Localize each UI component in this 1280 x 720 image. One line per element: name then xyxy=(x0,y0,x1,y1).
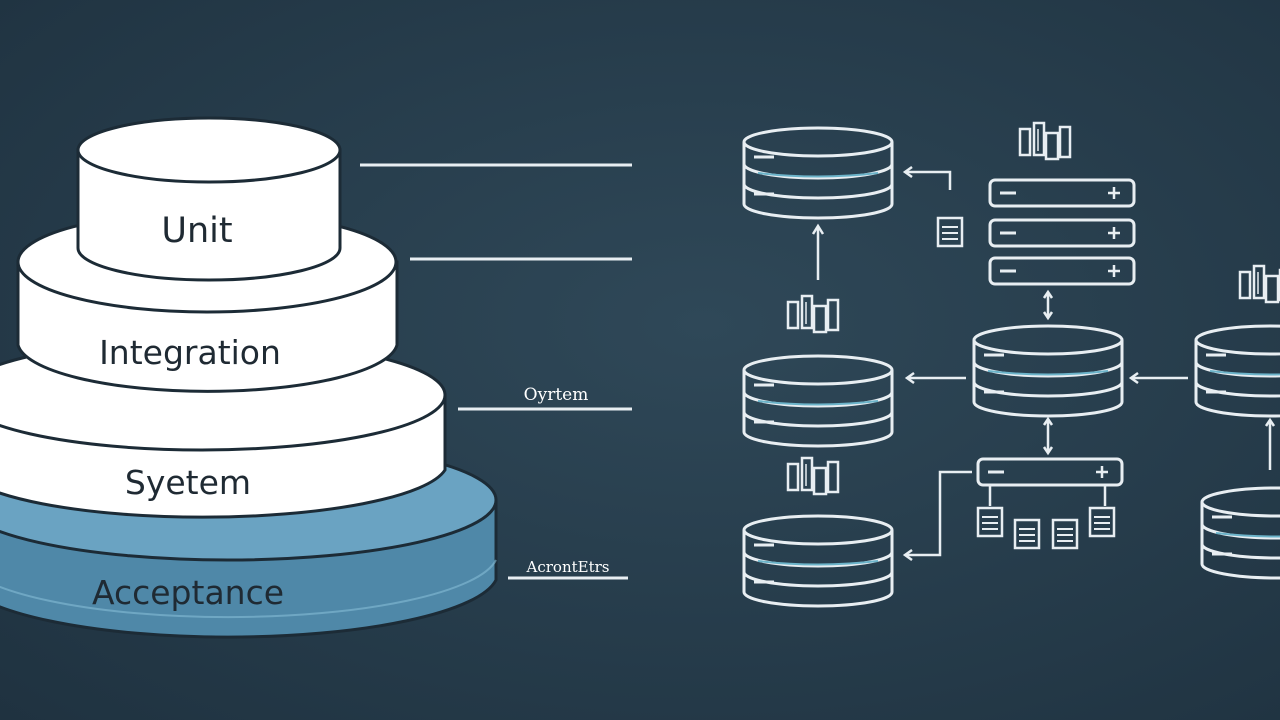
tier-label-system: Syetem xyxy=(125,463,251,502)
leader-lines xyxy=(360,163,632,580)
tier-label-integration: Integration xyxy=(99,333,281,372)
database-icon xyxy=(1194,324,1280,418)
server-rack-icon xyxy=(988,218,1136,248)
document-icon xyxy=(936,216,964,248)
architecture-diagram xyxy=(742,121,1280,608)
tier-label-unit: Unit xyxy=(161,211,232,251)
side-label-system: Oyrtem xyxy=(524,385,589,405)
database-icon xyxy=(742,514,894,608)
file-stack-icon xyxy=(1018,121,1072,161)
tier-label-acceptance: Acceptance xyxy=(92,573,284,612)
document-icon xyxy=(976,506,1004,538)
tier-unit: Unit xyxy=(76,116,342,282)
test-pyramid: Acceptance Syetem Integration Unit xyxy=(0,116,498,639)
server-rack-icon xyxy=(988,178,1136,208)
file-stack-icon xyxy=(786,456,840,496)
server-rack-icon xyxy=(976,457,1124,487)
document-icon xyxy=(1013,518,1041,550)
database-icon xyxy=(742,354,894,448)
file-stack-icon xyxy=(786,294,840,334)
document-icon xyxy=(1088,506,1116,538)
arrow-icon xyxy=(811,165,1276,562)
file-stack-icon xyxy=(1238,264,1280,304)
database-icon xyxy=(742,126,894,220)
side-label-acceptance: AcrontEtrs xyxy=(526,558,610,576)
database-icon xyxy=(1200,486,1280,580)
document-icon xyxy=(1051,518,1079,550)
server-rack-icon xyxy=(988,256,1136,286)
database-icon xyxy=(972,324,1124,418)
